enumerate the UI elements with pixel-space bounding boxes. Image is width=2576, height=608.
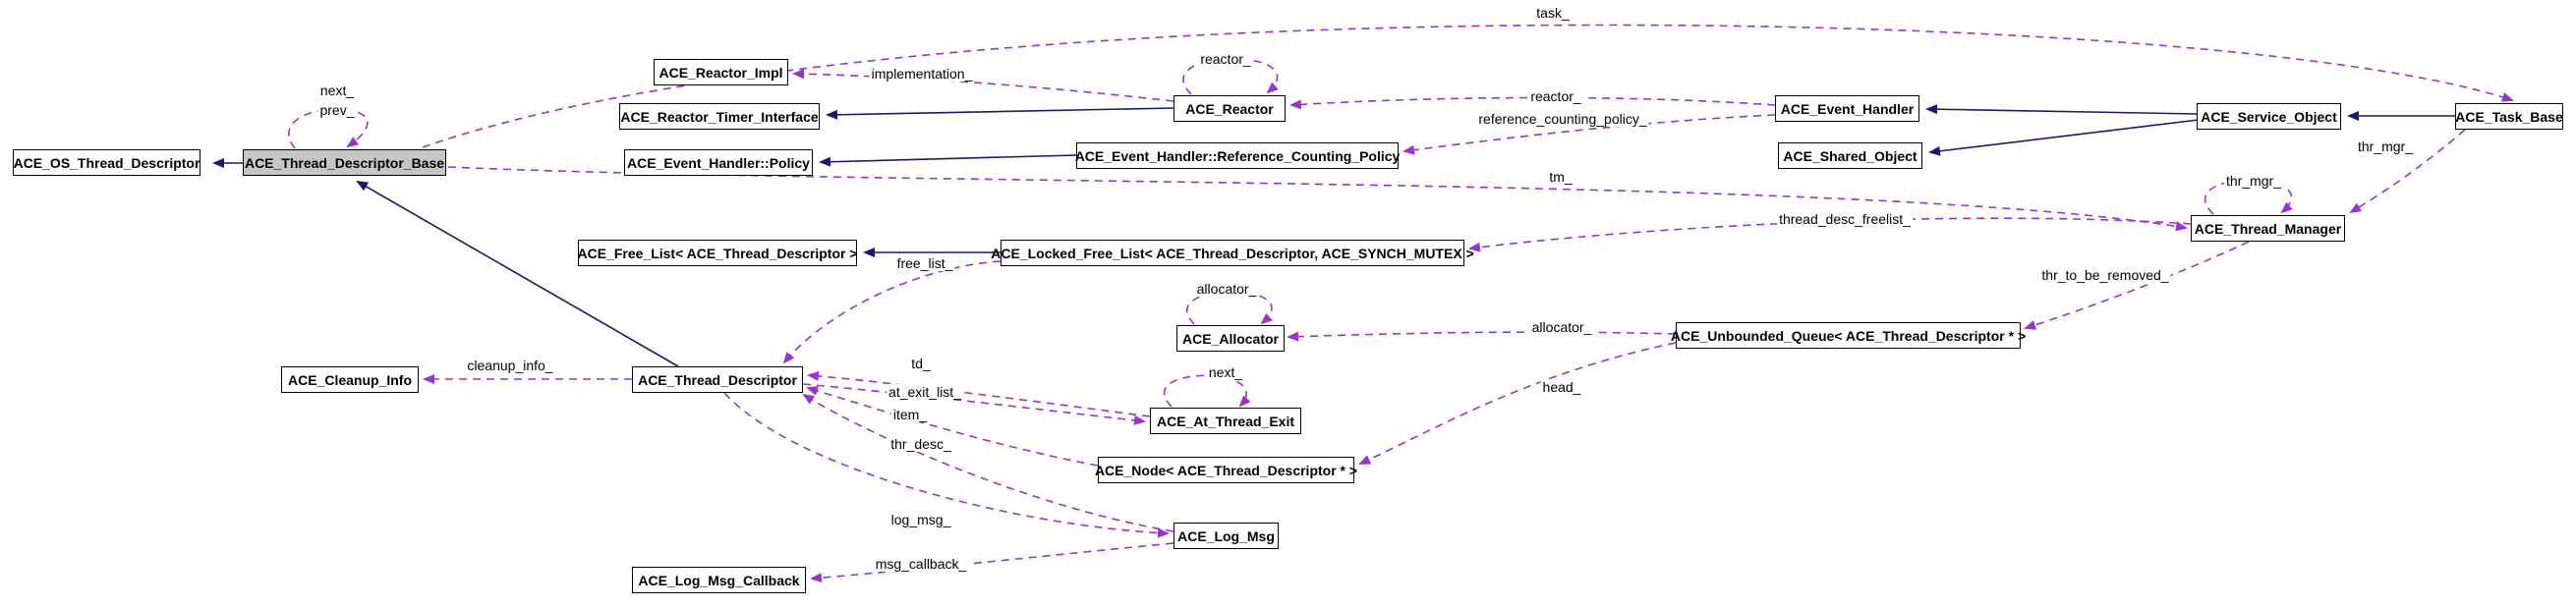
edge-inherit-reactor-to-timer-interface — [826, 107, 1174, 120]
node-ace-unbounded-queue[interactable]: ACE_Unbounded_Queue< ACE_Thread_Descript… — [1671, 322, 2026, 349]
edge-inherit-serviceobject-to-sharedobject — [1928, 119, 2200, 156]
edge-label-thr-mgr-singleton: thr_mgr_ — [2223, 173, 2284, 189]
edge-label-thr-to-be-removed: thr_to_be_removed_ — [2039, 267, 2171, 283]
edge-label-msg-callback: msg_callback_ — [873, 556, 969, 572]
edge-usage-head — [1358, 342, 1677, 465]
node-ace-reactor-timer-interface[interactable]: ACE_Reactor_Timer_Interface — [619, 103, 820, 130]
edge-label-free-list: free_list_ — [894, 255, 955, 271]
node-ace-reference-counting-policy[interactable]: ACE_Event_Handler::Reference_Counting_Po… — [1075, 142, 1400, 169]
edge-label-task: task_ — [1534, 5, 1572, 21]
node-ace-task-base[interactable]: ACE_Task_Base — [2455, 103, 2563, 130]
node-ace-os-thread-descriptor[interactable]: ACE_OS_Thread_Descriptor — [13, 149, 200, 176]
node-ace-service-object[interactable]: ACE_Service_Object — [2197, 103, 2341, 130]
edge-label-thread-desc-freelist: thread_desc_freelist_ — [1777, 211, 1913, 227]
edge-usage-thr-desc — [802, 393, 1174, 532]
edge-usage-free-list — [782, 260, 1002, 364]
edge-usage-item — [806, 386, 1099, 467]
edge-label-at-exit-list: at_exit_list_ — [887, 384, 963, 400]
edge-label-log-msg: log_msg_ — [888, 512, 953, 527]
edge-usage-td — [807, 370, 1151, 417]
edge-label-allocator-singleton: allocator_ — [1194, 281, 1259, 297]
edge-label-next: next_ — [317, 83, 357, 98]
edge-label-reactor-singleton: reactor_ — [1198, 51, 1253, 67]
edge-label-next-at-thread-exit: next_ — [1206, 364, 1245, 380]
node-ace-event-handler-policy[interactable]: ACE_Event_Handler::Policy — [624, 149, 813, 176]
edge-label-allocator: allocator_ — [1529, 319, 1594, 335]
edge-usage-thrmgr — [2349, 129, 2466, 214]
node-ace-locked-free-list[interactable]: ACE_Locked_Free_List< ACE_Thread_Descrip… — [991, 240, 1474, 266]
edge-usage-next-ate-selfloop — [1163, 374, 1251, 408]
edge-usage-at-exit-list — [802, 383, 1146, 425]
edge-label-implementation: implementation_ — [869, 66, 975, 82]
node-ace-log-msg-callback[interactable]: ACE_Log_Msg_Callback — [632, 567, 806, 593]
edge-label-thr-mgr: thr_mgr_ — [2355, 138, 2416, 154]
edge-usage-task — [422, 24, 2514, 148]
edge-label-head: head_ — [1540, 379, 1583, 395]
edge-inherit-serviceobject-to-eventhandler — [1925, 104, 2198, 115]
edge-label-reactor: reactor_ — [1528, 88, 1583, 104]
edge-label-tm: tm_ — [1547, 169, 1574, 185]
edge-label-reference-counting-policy: reference_counting_policy_ — [1476, 111, 1649, 127]
node-ace-at-thread-exit[interactable]: ACE_At_Thread_Exit — [1150, 408, 1301, 434]
node-ace-reactor-impl[interactable]: ACE_Reactor_Impl — [654, 59, 788, 85]
node-ace-thread-descriptor[interactable]: ACE_Thread_Descriptor — [632, 366, 803, 393]
edge-usage-reference-counting-policy — [1402, 114, 1776, 155]
edge-label-prev: prev_ — [317, 102, 357, 118]
node-ace-thread-descriptor-base: ACE_Thread_Descriptor_Base — [243, 149, 446, 176]
edge-usage-allocator-selfloop — [1185, 291, 1273, 325]
edge-inherit-descriptor-to-base — [356, 181, 679, 367]
node-ace-allocator[interactable]: ACE_Allocator — [1176, 325, 1285, 352]
node-ace-reactor[interactable]: ACE_Reactor — [1174, 95, 1286, 122]
node-ace-cleanup-info[interactable]: ACE_Cleanup_Info — [281, 366, 419, 393]
edge-label-thr-desc: thr_desc_ — [888, 436, 953, 452]
edge-usage-msg-callback — [810, 542, 1174, 583]
node-ace-thread-manager[interactable]: ACE_Thread_Manager — [2191, 215, 2345, 242]
node-ace-shared-object[interactable]: ACE_Shared_Object — [1778, 142, 1922, 169]
edge-label-item: item_ — [890, 407, 930, 422]
node-ace-free-list[interactable]: ACE_Free_List< ACE_Thread_Descriptor > — [577, 240, 858, 266]
node-ace-event-handler[interactable]: ACE_Event_Handler — [1775, 95, 1919, 122]
node-ace-node[interactable]: ACE_Node< ACE_Thread_Descriptor * > — [1095, 457, 1357, 483]
edge-label-cleanup-info: cleanup_info_ — [465, 358, 555, 373]
edge-usage-tm — [447, 166, 2188, 232]
edge-usage-allocator — [1287, 331, 1677, 342]
edge-label-td: td_ — [909, 356, 933, 371]
edge-usage-implementation — [792, 69, 1174, 102]
edge-usage-thr-to-be-removed — [2024, 241, 2250, 330]
node-ace-log-msg[interactable]: ACE_Log_Msg — [1174, 523, 1279, 549]
edge-inherit-rcp-to-policy — [819, 154, 1077, 167]
